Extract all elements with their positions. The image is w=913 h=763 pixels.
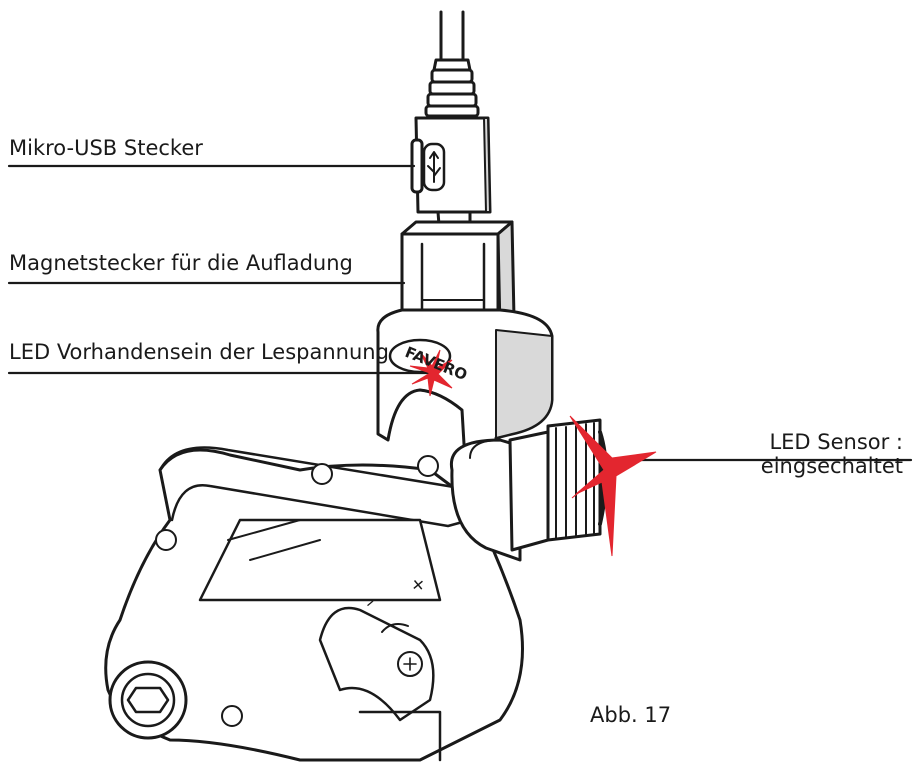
callout-led-sensor: LED Sensor : eingsechaltet	[761, 430, 903, 478]
callout-magnet-connector: Magnetstecker für die Aufladung	[9, 251, 353, 275]
pedal-body	[104, 446, 524, 762]
pedal-axle	[449, 418, 608, 562]
led-tension-indicator	[409, 349, 453, 397]
callout-led-sensor-line2: eingsechaltet	[760, 454, 903, 479]
usb-cable	[424, 10, 480, 118]
micro-usb-plug	[410, 116, 492, 240]
magnet-connector	[376, 220, 554, 480]
leader-lines	[7, 164, 913, 462]
callout-micro-usb: Mikro-USB Stecker	[9, 136, 203, 160]
figure-caption: Abb. 17	[590, 703, 672, 727]
callout-led-sensor-line1: LED Sensor :	[769, 430, 903, 454]
callout-led-tension: LED Vorhandensein der Lespannung	[9, 340, 389, 364]
led-sensor-indicator	[569, 415, 657, 557]
